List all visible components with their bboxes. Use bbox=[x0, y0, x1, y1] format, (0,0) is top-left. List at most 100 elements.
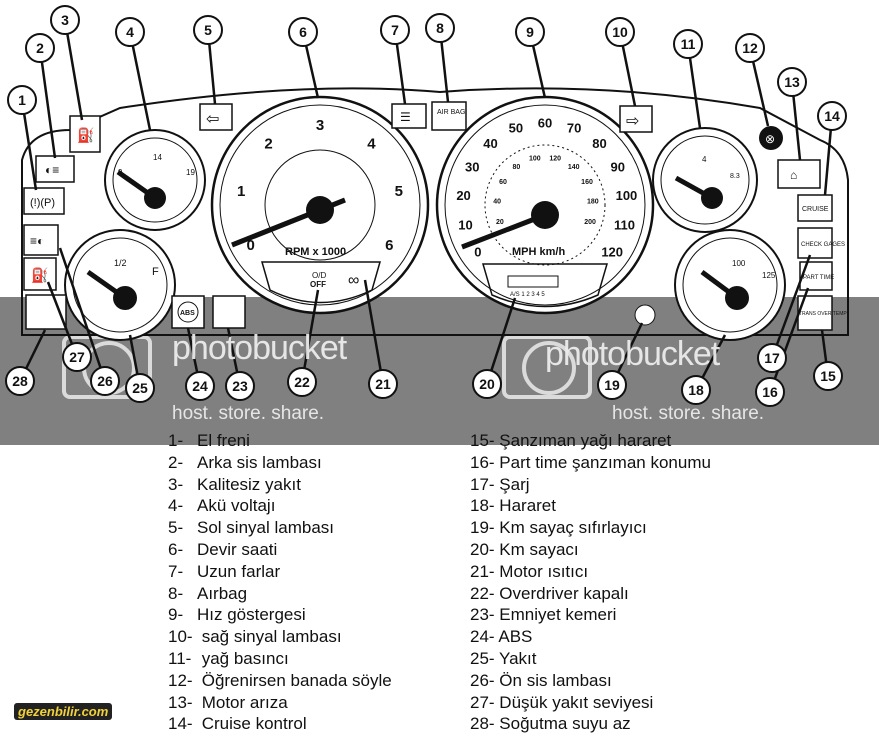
site-logo: gezenbilir.com bbox=[14, 703, 113, 720]
mph-number: 0 bbox=[474, 244, 481, 259]
tach-number: 4 bbox=[367, 136, 376, 153]
mph-number: 120 bbox=[601, 244, 623, 259]
callout-number: 13 bbox=[784, 74, 800, 90]
legend-item: 6-Devir saati bbox=[168, 539, 392, 561]
legend-number: 1- bbox=[168, 431, 184, 450]
callout-number: 22 bbox=[294, 374, 310, 390]
front-fog-indicator: ≡◐ bbox=[23, 224, 59, 256]
temp-mid-label: 100 bbox=[732, 259, 746, 268]
svg-text:⊗: ⊗ bbox=[765, 132, 775, 146]
legend-number: 10- bbox=[168, 627, 193, 647]
od-off-indicator: OFF bbox=[310, 280, 326, 289]
svg-text:≡◐: ≡◐ bbox=[30, 234, 44, 248]
part-time-label: PART TIME bbox=[803, 275, 834, 281]
legend-number: 7- bbox=[168, 561, 184, 581]
kmh-number: 40 bbox=[493, 199, 501, 206]
legend-label: Part time şanzıman konumu bbox=[494, 452, 711, 472]
legend-item: 2-Arka sis lambası bbox=[168, 452, 392, 474]
legend-number: 17- bbox=[470, 474, 495, 494]
legend-number: 25- bbox=[470, 648, 495, 668]
high-beam-indicator: ☰ bbox=[391, 103, 427, 129]
legend-item: 10- sağ sinyal lambası bbox=[168, 626, 392, 648]
legend-label: Akü voltajı bbox=[197, 496, 276, 516]
legend-label: yağ basıncı bbox=[197, 648, 289, 668]
tach-unit-label: RPM x 1000 bbox=[285, 246, 346, 258]
callout-circle bbox=[681, 375, 711, 405]
mph-number: 10 bbox=[458, 217, 472, 232]
kmh-number: 80 bbox=[512, 164, 520, 171]
callout-circle bbox=[597, 370, 627, 400]
kmh-number: 20 bbox=[496, 219, 504, 226]
callout-number: 25 bbox=[132, 380, 148, 396]
callout-circle bbox=[115, 17, 145, 47]
legend-number: 20- bbox=[470, 539, 495, 559]
legend-item: 16- Part time şanzıman konumu bbox=[470, 452, 711, 474]
legend-item: 1- El freni bbox=[168, 430, 392, 452]
oil-mid-label: 4 bbox=[702, 155, 707, 164]
legend-item: 15- Şanzıman yağı hararet bbox=[470, 430, 711, 452]
legend-label: Cruise kontrol bbox=[197, 714, 307, 734]
legend-item: 27- Düşük yakıt seviyesi bbox=[470, 692, 711, 714]
legend-item: 17- Şarj bbox=[470, 474, 711, 496]
callout-number: 24 bbox=[192, 378, 208, 394]
callout-circle bbox=[62, 342, 92, 372]
legend-label: Şarj bbox=[494, 474, 530, 494]
legend-item: 11- yağ basıncı bbox=[168, 648, 392, 670]
callout-number: 5 bbox=[204, 22, 212, 38]
legend-item: 18- Hararet bbox=[470, 495, 711, 517]
trans-over-temp-label: TRANS OVER TEMP bbox=[799, 311, 847, 317]
voltage-mid-label: 14 bbox=[153, 153, 162, 162]
callout-arrow bbox=[363, 279, 385, 385]
legend-item: 24- ABS bbox=[470, 626, 711, 648]
callout-number: 23 bbox=[232, 378, 248, 394]
legend-number: 3- bbox=[168, 474, 184, 494]
tach-number: 5 bbox=[395, 183, 403, 200]
svg-text:⛽: ⛽ bbox=[31, 267, 48, 284]
callout-circle bbox=[472, 369, 502, 399]
airbag-indicator: AIR BAG bbox=[431, 101, 467, 131]
callout-circle bbox=[225, 371, 255, 401]
legend-number: 5- bbox=[168, 518, 184, 538]
trip-reset-button bbox=[634, 304, 656, 326]
callout-number: 6 bbox=[299, 24, 307, 40]
callout-number: 18 bbox=[688, 382, 704, 398]
legend-item: 28- Soğutma suyu az bbox=[470, 713, 711, 735]
cruise-label: CRUISE bbox=[802, 206, 829, 213]
abs-label: ABS bbox=[180, 310, 195, 317]
callout-circle bbox=[7, 85, 37, 115]
legend-label: Öğrenirsen banada söyle bbox=[197, 670, 392, 690]
legend-number: 21- bbox=[470, 561, 495, 581]
callout-number: 19 bbox=[604, 377, 620, 393]
check-gages-label: CHECK GAGES bbox=[801, 242, 845, 248]
voltage-gauge: 14 9 19 bbox=[104, 129, 206, 231]
legend-label: Overdriver kapalı bbox=[494, 583, 629, 603]
legend-item: 7-Uzun farlar bbox=[168, 561, 392, 583]
callout-circle bbox=[287, 367, 317, 397]
rear-fog-indicator: ◐≡ bbox=[35, 155, 75, 183]
mph-number: 30 bbox=[465, 159, 479, 174]
callout-number: 27 bbox=[69, 349, 85, 365]
legend-number: 16- bbox=[470, 452, 495, 472]
svg-text:⛽: ⛽ bbox=[77, 127, 94, 144]
bad-fuel-indicator: ⛽ bbox=[69, 115, 101, 153]
mph-number: 90 bbox=[611, 159, 625, 174]
svg-text:◐≡: ◐≡ bbox=[45, 163, 59, 177]
legend-item: 5-Sol sinyal lambası bbox=[168, 517, 392, 539]
kmh-number: 140 bbox=[568, 164, 580, 171]
callout-number: 17 bbox=[764, 350, 780, 366]
odometer-display bbox=[507, 275, 559, 288]
legend-number: 22- bbox=[470, 583, 495, 603]
seatbelt-indicator bbox=[212, 295, 246, 329]
callout-number: 26 bbox=[97, 373, 113, 389]
legend-item: 25- Yakıt bbox=[470, 648, 711, 670]
legend-number: 26- bbox=[470, 670, 495, 690]
voltage-high-label: 19 bbox=[186, 168, 195, 177]
legend-label: El freni bbox=[197, 431, 250, 450]
legend-number: 13- bbox=[168, 692, 193, 712]
callout-number: 10 bbox=[612, 24, 628, 40]
legend-label: Soğutma suyu az bbox=[494, 714, 631, 734]
airbag-label: AIR BAG bbox=[437, 109, 465, 116]
